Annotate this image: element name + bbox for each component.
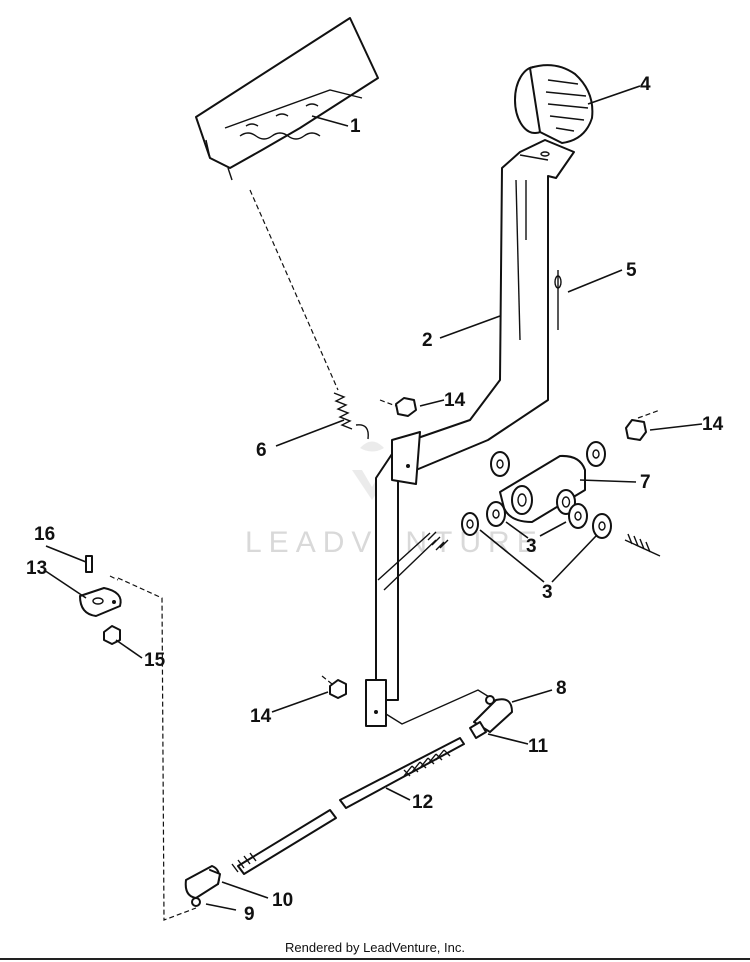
frame-plate (195, 17, 379, 181)
callout-6: 6 (256, 440, 267, 461)
cotter-pin (554, 270, 562, 330)
callout-13: 13 (26, 558, 47, 579)
jam-nut (469, 721, 487, 739)
pedal-pad (514, 64, 594, 144)
callout-2: 2 (422, 330, 433, 351)
callouts: 1 2 3 3 4 5 6 7 8 9 10 11 12 13 14 14 14… (26, 74, 724, 925)
brake-pedal-arm (365, 139, 575, 727)
cross-shaft (377, 531, 449, 591)
callout-5: 5 (626, 260, 637, 281)
nut-right (625, 409, 661, 441)
callout-3b: 3 (542, 582, 553, 603)
spring-path-line (249, 189, 339, 391)
callout-11: 11 (528, 736, 549, 757)
assembly-line-stub (109, 575, 119, 581)
callout-1: 1 (350, 116, 361, 137)
callout-16: 16 (34, 524, 55, 545)
spring (333, 392, 369, 440)
threaded-shaft-right (624, 533, 661, 557)
callout-14c: 14 (250, 706, 272, 727)
nut-lower (321, 675, 347, 699)
rod-end (184, 865, 221, 907)
pin-16 (85, 555, 93, 573)
washers (461, 441, 612, 539)
callout-10: 10 (272, 890, 293, 911)
callout-15: 15 (144, 650, 166, 671)
rod-link-line (385, 689, 495, 725)
callout-8: 8 (556, 678, 567, 699)
brake-rod (231, 737, 465, 875)
callout-9: 9 (244, 904, 255, 925)
nut-upper (379, 397, 417, 417)
callout-12: 12 (412, 792, 433, 813)
bracket-13 (79, 587, 122, 617)
nut-15 (103, 625, 121, 645)
footer-rule (0, 958, 750, 960)
ball-joint (473, 695, 513, 733)
callout-4: 4 (640, 74, 651, 95)
assembly-line-left (117, 577, 197, 921)
footer-credit: Rendered by LeadVenture, Inc. (285, 940, 465, 955)
callout-7: 7 (640, 472, 651, 493)
callout-3a: 3 (526, 536, 537, 557)
leader-lines (43, 85, 703, 911)
spring-hook-slots (239, 103, 321, 140)
callout-14b: 14 (702, 414, 724, 435)
callout-14a: 14 (444, 390, 466, 411)
